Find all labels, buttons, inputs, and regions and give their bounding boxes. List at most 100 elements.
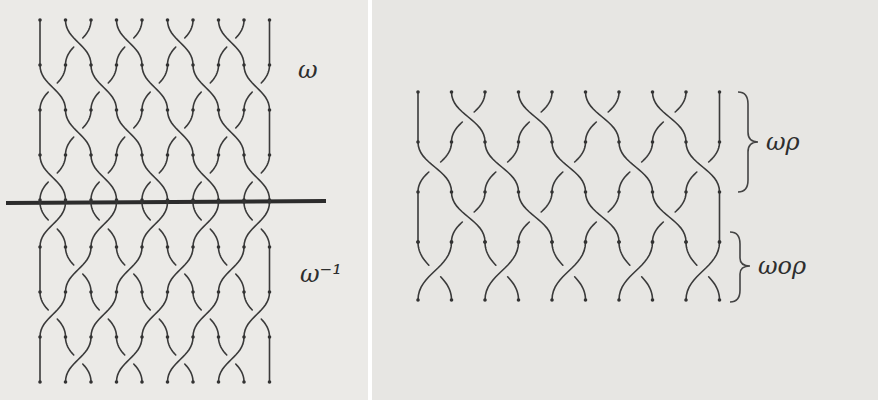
braid-strand <box>91 202 99 220</box>
braid-strand <box>575 277 586 300</box>
strand-dot <box>191 108 195 112</box>
braid-strand <box>261 65 269 83</box>
braid-strand <box>244 92 252 110</box>
strand-dot <box>684 190 688 194</box>
braid-strand <box>519 222 530 242</box>
braid-strand <box>108 319 116 337</box>
braid-strand <box>418 242 429 265</box>
strand-dot <box>718 190 722 194</box>
strand-dot <box>217 63 221 67</box>
braid-strand <box>244 65 270 110</box>
braid-strand <box>219 337 227 355</box>
braid-strand <box>586 122 597 142</box>
strand-dot <box>651 240 655 244</box>
strand-dot <box>450 90 454 94</box>
strand-dot <box>64 380 68 384</box>
braid-strand <box>57 155 65 173</box>
strand-dot <box>89 380 93 384</box>
braid-strand <box>40 292 66 337</box>
braid-strand <box>619 142 653 192</box>
braid-strand <box>91 202 117 247</box>
braid-strand <box>452 222 463 242</box>
strand-dot <box>191 200 195 204</box>
braid-strand <box>193 202 201 220</box>
braid-strand <box>66 137 74 155</box>
braid-strand <box>485 242 519 300</box>
strand-dot <box>651 240 655 244</box>
strand-dot <box>684 140 688 144</box>
braid-strand <box>709 142 720 162</box>
strand-dot <box>483 240 487 244</box>
strand-dot <box>191 245 195 249</box>
strand-dot <box>166 153 170 157</box>
strand-dot <box>450 298 454 302</box>
strand-dot <box>651 140 655 144</box>
braid-strand <box>586 192 620 242</box>
strand-dot <box>217 380 221 384</box>
braid-strand <box>210 155 218 173</box>
braid-strand <box>134 20 142 38</box>
strand-dot <box>89 108 93 112</box>
braid-strand <box>552 242 586 300</box>
braid-strand <box>244 155 270 200</box>
strand-dot <box>718 140 722 144</box>
strand-dot <box>140 245 144 249</box>
braid-strand <box>117 110 143 155</box>
braid-strand <box>244 292 252 310</box>
strand-dot <box>64 245 68 249</box>
braid-label: ω⁻¹ <box>300 262 342 286</box>
braid-strand <box>168 247 194 292</box>
braid-strand <box>719 92 721 142</box>
strand-dot <box>89 290 93 294</box>
braid-strand <box>686 142 720 192</box>
strand-dot <box>166 380 170 384</box>
braid-strand <box>653 122 664 142</box>
strand-dot <box>217 245 221 249</box>
braid-strand <box>619 172 630 192</box>
braid-strand <box>261 155 269 173</box>
braid-strand <box>142 155 168 200</box>
strand-dot <box>191 153 195 157</box>
strand-dot <box>268 200 272 204</box>
strand-dot <box>268 18 272 22</box>
strand-dot <box>242 335 246 339</box>
braid-strand <box>39 110 41 155</box>
braid-strand <box>193 202 219 247</box>
braid-strand <box>474 92 485 112</box>
strand-dot <box>718 240 722 244</box>
braid-strand <box>485 172 496 192</box>
strand-dot <box>89 153 93 157</box>
braid-strand <box>91 65 117 110</box>
braid-strand <box>134 364 142 382</box>
braid-strand <box>108 155 116 173</box>
braid-strand <box>91 92 99 110</box>
strand-dot <box>89 245 93 249</box>
paper-right <box>372 0 878 400</box>
strand-dot <box>617 190 621 194</box>
strand-dot <box>191 335 195 339</box>
strand-dot <box>483 298 487 302</box>
strand-dot <box>191 63 195 67</box>
strand-dot <box>617 140 621 144</box>
strand-dot <box>38 108 42 112</box>
strand-dot <box>651 90 655 94</box>
braid-strand <box>236 364 244 382</box>
braid-strand <box>142 65 168 110</box>
braid-strand <box>159 155 167 173</box>
braid-strand <box>619 242 630 265</box>
strand-dot <box>242 290 246 294</box>
braid-strand <box>39 247 41 292</box>
braid-strand <box>236 274 244 292</box>
brace <box>730 232 750 302</box>
strand-dot <box>550 240 554 244</box>
braid-strand <box>134 274 142 292</box>
braid-strand <box>519 92 553 142</box>
braid-strand <box>40 155 66 200</box>
braid-strand <box>485 142 519 192</box>
braid-strand <box>168 110 194 155</box>
strand-dot <box>268 335 272 339</box>
strand-dot <box>242 108 246 112</box>
strand-dot <box>684 240 688 244</box>
braid-strand <box>552 172 563 192</box>
braid-strand <box>244 202 270 247</box>
